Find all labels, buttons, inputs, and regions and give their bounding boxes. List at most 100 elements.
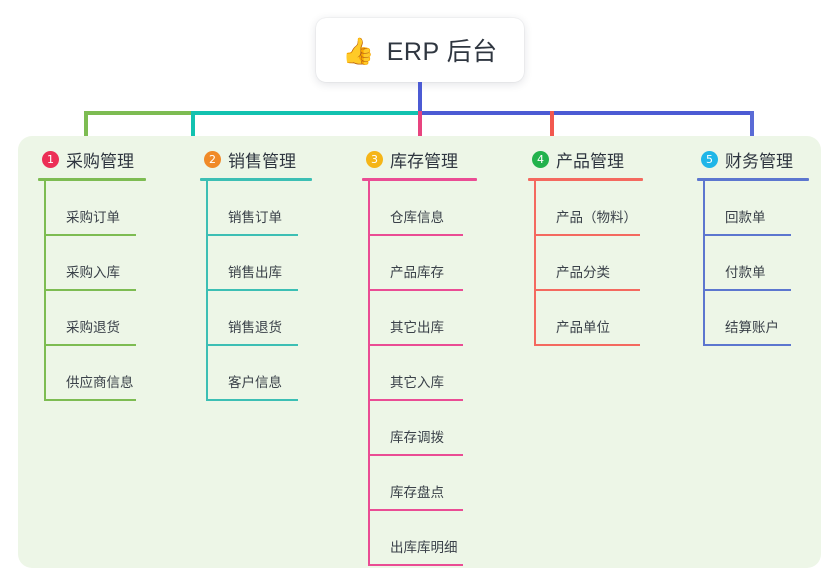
list-item-label: 其它入库 [390,375,444,390]
column-rule-5 [697,178,809,181]
column-4: 4 产品管理产品（物料） 产品分类产品单位 [528,146,643,346]
column-items-5: 回款单付款单结算账户 [697,181,809,346]
list-item-rule [206,289,298,291]
list-item[interactable]: 结算账户 [697,291,809,346]
list-item-rule [206,399,298,401]
list-item-label: 结算账户 [725,320,779,335]
list-item-rule [703,344,791,346]
column-header-4[interactable]: 4 产品管理 [528,146,643,172]
list-item-rule [703,289,791,291]
list-item[interactable]: 销售退货 [200,291,312,346]
column-rule-3 [362,178,477,181]
list-item[interactable]: 产品单位 [528,291,643,346]
column-items-2: 销售订单销售出库销售退货客户信息 [200,181,312,401]
list-item[interactable]: 库存调拨 [362,401,477,456]
list-item-rule [368,234,463,236]
list-item[interactable]: 供应商信息 [38,346,146,401]
column-title-4: 产品管理 [556,151,624,171]
list-item[interactable]: 产品库存 [362,236,477,291]
list-item[interactable]: 产品（物料） [528,181,643,236]
list-item-rule [206,234,298,236]
column-items-4: 产品（物料） 产品分类产品单位 [528,181,643,346]
list-item-label: 付款单 [725,265,766,280]
column-rule-4 [528,178,643,181]
column-header-2[interactable]: 2 销售管理 [200,146,312,172]
column-2: 2 销售管理销售订单销售出库销售退货客户信息 [200,146,312,401]
list-item-label: 产品库存 [390,265,444,280]
list-item[interactable]: 采购订单 [38,181,146,236]
list-item[interactable]: 付款单 [697,236,809,291]
list-item-label: 库存调拨 [390,430,444,445]
list-item-rule [206,344,298,346]
column-title-1: 采购管理 [66,151,134,171]
list-item-label: 供应商信息 [66,375,134,390]
column-title-2: 销售管理 [228,151,296,171]
column-badge-1: 1 [42,150,59,168]
list-item[interactable]: 其它入库 [362,346,477,401]
column-spine-4 [534,181,536,346]
list-item-rule [44,234,136,236]
column-items-1: 采购订单采购入库采购退货供应商信息 [38,181,146,401]
list-item-rule [44,399,136,401]
list-item-label: 销售退货 [228,320,282,335]
column-items-3: 仓库信息产品库存其它出库其它入库库存调拨库存盘点出库库明细 [362,181,477,566]
column-title-5: 财务管理 [725,151,793,171]
list-item[interactable]: 产品分类 [528,236,643,291]
list-item[interactable]: 其它出库 [362,291,477,346]
list-item[interactable]: 库存盘点 [362,456,477,511]
list-item-rule [368,564,463,566]
list-item-label: 采购订单 [66,210,120,225]
list-item[interactable]: 采购入库 [38,236,146,291]
list-item[interactable]: 销售订单 [200,181,312,236]
list-item[interactable]: 回款单 [697,181,809,236]
list-item-rule [368,289,463,291]
list-item-rule [534,289,640,291]
list-item-rule [368,509,463,511]
list-item-rule [368,399,463,401]
column-badge-2: 2 [204,150,221,168]
list-item-rule [368,454,463,456]
list-item-label: 采购入库 [66,265,120,280]
column-badge-4: 4 [532,150,549,168]
column-spine-3 [368,181,370,566]
root-title: ERP 后台 [386,38,498,66]
list-item-rule [534,234,640,236]
list-item[interactable]: 仓库信息 [362,181,477,236]
list-item-label: 销售出库 [228,265,282,280]
list-item[interactable]: 采购退货 [38,291,146,346]
list-item[interactable]: 销售出库 [200,236,312,291]
list-item-label: 回款单 [725,210,766,225]
column-header-1[interactable]: 1 采购管理 [38,146,146,172]
list-item[interactable]: 出库库明细 [362,511,477,566]
list-item-label: 产品（物料） [556,210,637,225]
root-node[interactable]: 👍 ERP 后台 [316,18,524,82]
list-item-label: 采购退货 [66,320,120,335]
list-item-rule [44,344,136,346]
list-item-label: 仓库信息 [390,210,444,225]
list-item-label: 出库库明细 [390,540,458,555]
column-title-3: 库存管理 [390,151,458,171]
list-item-rule [44,289,136,291]
content-panel [18,136,821,568]
list-item-label: 产品分类 [556,265,610,280]
list-item-rule [534,344,640,346]
list-item-label: 库存盘点 [390,485,444,500]
list-item-rule [368,344,463,346]
column-spine-1 [44,181,46,401]
list-item-label: 其它出库 [390,320,444,335]
list-item-label: 销售订单 [228,210,282,225]
list-item-rule [703,234,791,236]
column-1: 1 采购管理采购订单采购入库采购退货供应商信息 [38,146,146,401]
column-spine-5 [703,181,705,346]
column-rule-1 [38,178,146,181]
list-item[interactable]: 客户信息 [200,346,312,401]
list-item-label: 客户信息 [228,375,282,390]
list-item-label: 产品单位 [556,320,610,335]
thumbs-up-icon: 👍 [342,36,375,66]
column-rule-2 [200,178,312,181]
